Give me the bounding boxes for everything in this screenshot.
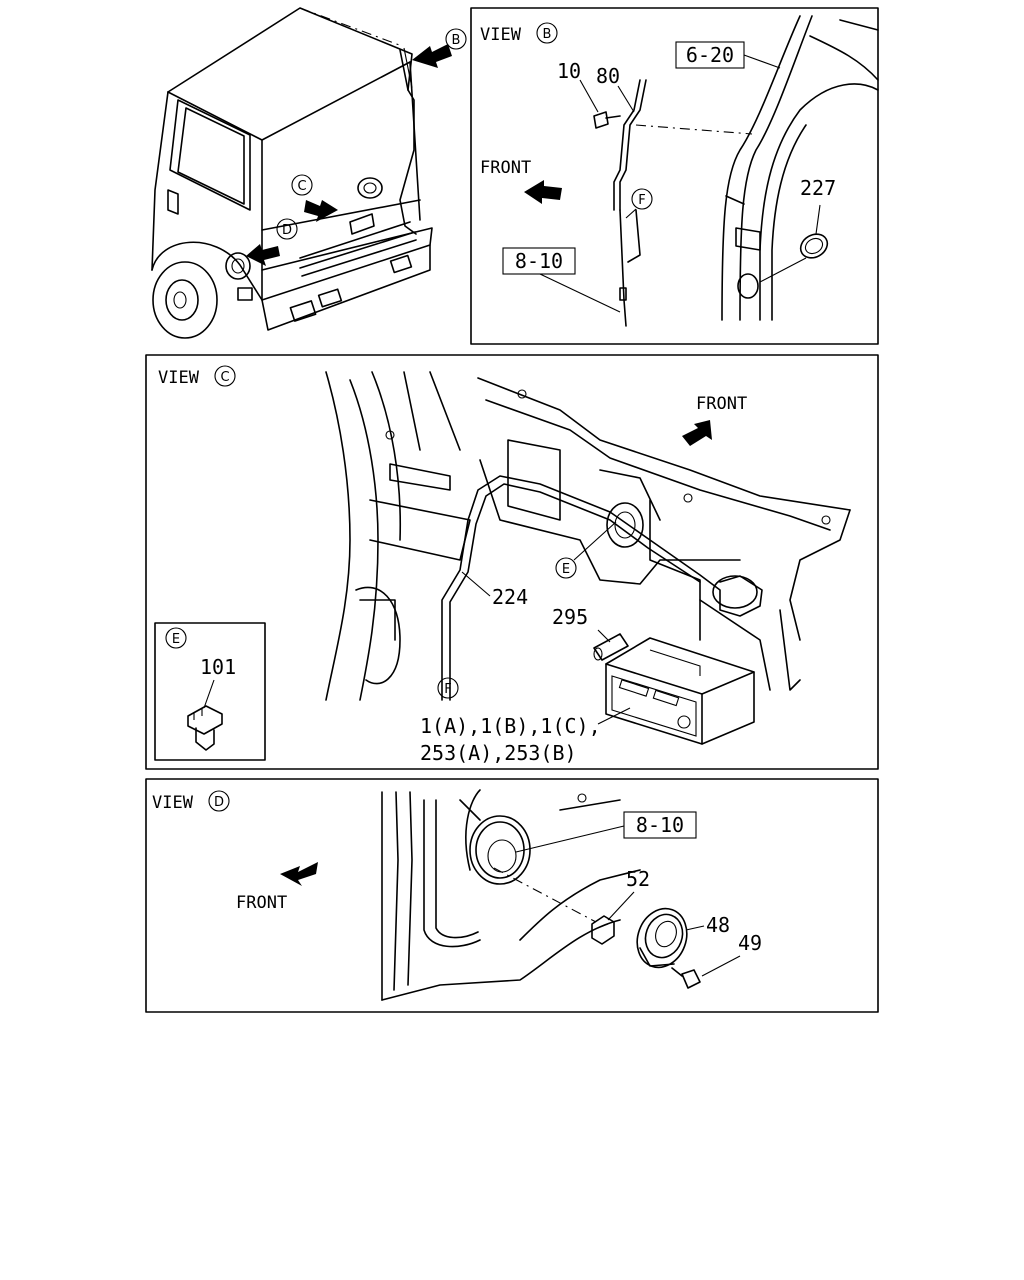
label-80: 80 — [596, 64, 620, 88]
antenna-cable-224 — [441, 475, 763, 701]
svg-text:C: C — [297, 179, 306, 194]
grommet-227 — [799, 233, 829, 259]
view-c-marker-e: E — [555, 521, 617, 579]
screw-49 — [671, 967, 701, 989]
label-49: 49 — [738, 931, 762, 955]
view-b-letter: B — [536, 22, 558, 44]
view-d-letter: D — [208, 790, 230, 812]
ref-box-6-20: 6-20 — [675, 41, 781, 69]
view-b-marker-f: F — [625, 188, 653, 219]
inset-e-panel — [154, 622, 266, 761]
label-48: 48 — [706, 913, 730, 937]
view-c-body-structure — [325, 371, 851, 701]
svg-text:E: E — [562, 562, 570, 577]
label-101: 101 — [200, 655, 236, 679]
nut-52 — [591, 915, 615, 945]
svg-text:B: B — [543, 27, 552, 42]
truck-callout-b: B — [445, 28, 467, 50]
svg-text:6-20: 6-20 — [686, 43, 734, 67]
label-52: 52 — [626, 867, 650, 891]
radio-parts-line2: 253(A),253(B) — [420, 741, 577, 765]
view-d-front-label: FRONT — [236, 893, 287, 913]
view-b-front-label: FRONT — [480, 158, 531, 178]
view-c-title: VIEW — [158, 368, 200, 388]
svg-text:F: F — [444, 682, 451, 697]
svg-text:D: D — [214, 795, 224, 810]
view-d-front-arrow — [280, 862, 318, 886]
view-c-front-arrow — [682, 420, 712, 446]
view-c-panel — [145, 354, 879, 770]
inset-e-letter: E — [165, 627, 187, 649]
svg-text:F: F — [638, 193, 645, 208]
truck-callout-d: D — [276, 218, 298, 240]
label-227: 227 — [800, 176, 836, 200]
speaker-48 — [636, 907, 688, 969]
ref-box-8-10-d: 8-10 — [515, 811, 697, 853]
truck-overview — [151, 7, 452, 339]
svg-text:C: C — [220, 370, 229, 385]
view-b-pillar — [721, 15, 879, 321]
view-b-panel — [470, 7, 879, 345]
label-10: 10 — [557, 59, 581, 83]
view-d-panel — [145, 778, 879, 1013]
radio-parts-line1: 1(A),1(B),1(C), — [420, 714, 601, 738]
truck-callout-c: C — [291, 174, 313, 196]
view-d-title: VIEW — [152, 793, 194, 813]
svg-text:D: D — [282, 223, 292, 238]
antenna-rod-80 — [613, 79, 647, 327]
view-c-front-label: FRONT — [696, 394, 747, 414]
view-b-title: VIEW — [480, 25, 522, 45]
label-224: 224 — [492, 585, 528, 609]
view-c-marker-f: F — [437, 677, 459, 699]
adapter-295 — [593, 633, 629, 661]
view-d-door-structure — [381, 789, 641, 1001]
svg-text:E: E — [172, 632, 180, 647]
svg-text:8-10: 8-10 — [515, 249, 563, 273]
view-c-letter: C — [214, 365, 236, 387]
bolt-10 — [593, 111, 621, 129]
svg-text:8-10: 8-10 — [636, 813, 684, 837]
radio-unit — [605, 637, 755, 745]
ref-box-8-10-b: 8-10 — [502, 247, 621, 313]
clip-101 — [187, 705, 223, 751]
view-b-front-arrow — [524, 180, 562, 204]
label-295: 295 — [552, 605, 588, 629]
svg-text:B: B — [452, 33, 461, 48]
